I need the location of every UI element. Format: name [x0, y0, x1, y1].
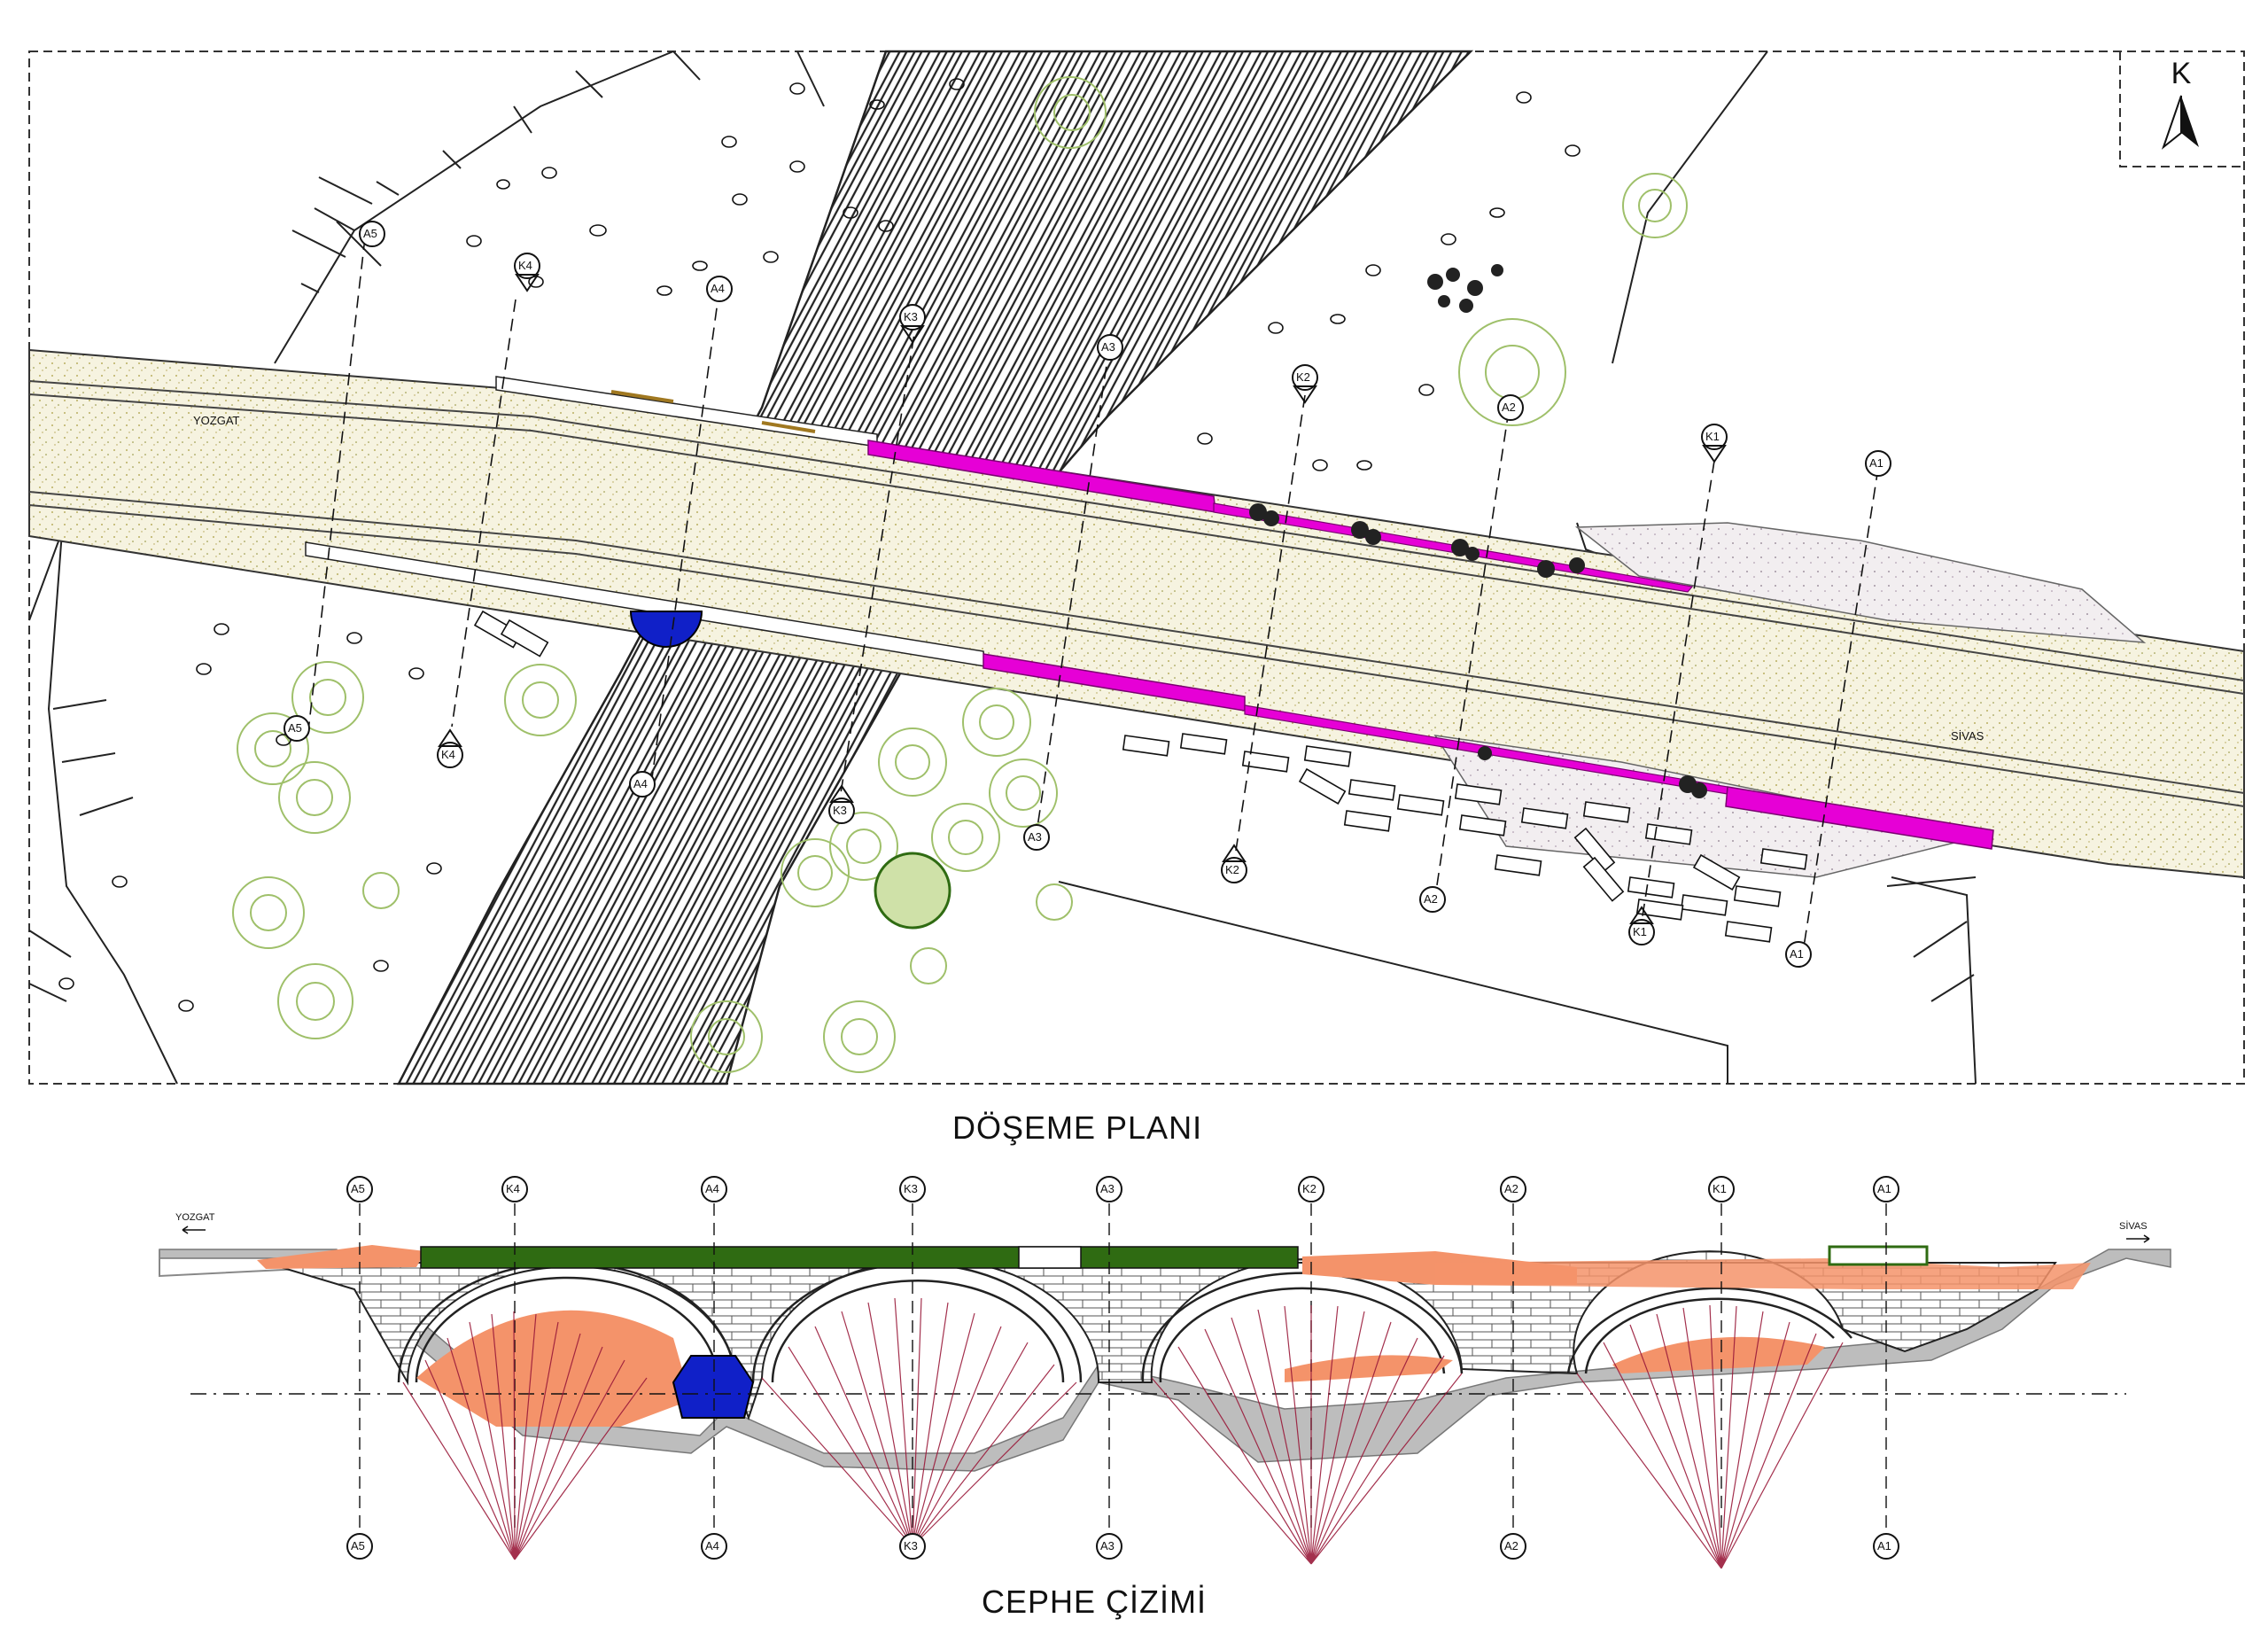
scattered-blocks — [473, 610, 1808, 943]
plan-title: DÖŞEME PLANI — [952, 1109, 1203, 1146]
spring-structure — [629, 611, 703, 648]
north-arrow-icon — [2161, 95, 2199, 150]
east-arrow-icon — [2126, 1234, 2150, 1243]
arch-repair-fill-3 — [1612, 1336, 1825, 1373]
road-edge-lines — [28, 380, 2245, 807]
rubble-area-north — [1574, 522, 2147, 643]
arch-fan-rays — [402, 1297, 1844, 1569]
arch-repair-fill-2 — [1285, 1355, 1453, 1382]
trees — [232, 76, 1688, 1073]
tree-highlight — [874, 852, 951, 930]
elevation-top-bubbles — [346, 1176, 1899, 1202]
elevation-title: CEPHE ÇİZİMİ — [982, 1583, 1208, 1620]
elevation-bottom-bubbles — [346, 1533, 1899, 1560]
north-label: K — [2171, 57, 2192, 90]
spring-structure-elevation — [672, 1355, 755, 1419]
parapet-stone-east — [1828, 1245, 1929, 1266]
arch-rings — [397, 1261, 1852, 1383]
parapet-repair-west — [257, 1245, 425, 1269]
south-parapet — [305, 541, 1994, 850]
terrain-contours — [28, 51, 2145, 1085]
plan-direction-west: YOZGAT — [193, 414, 240, 427]
west-arrow-icon — [182, 1226, 206, 1234]
parapet-repair-east — [1435, 1258, 2091, 1289]
scattered-stones — [58, 78, 1581, 1012]
arch-repair-fill-1 — [416, 1310, 691, 1427]
plan-direction-east: SİVAS — [1951, 729, 1984, 743]
plan-axis-lines — [307, 237, 1879, 953]
parapet-stones-green — [420, 1246, 1299, 1269]
rock-clusters — [1249, 264, 1707, 798]
